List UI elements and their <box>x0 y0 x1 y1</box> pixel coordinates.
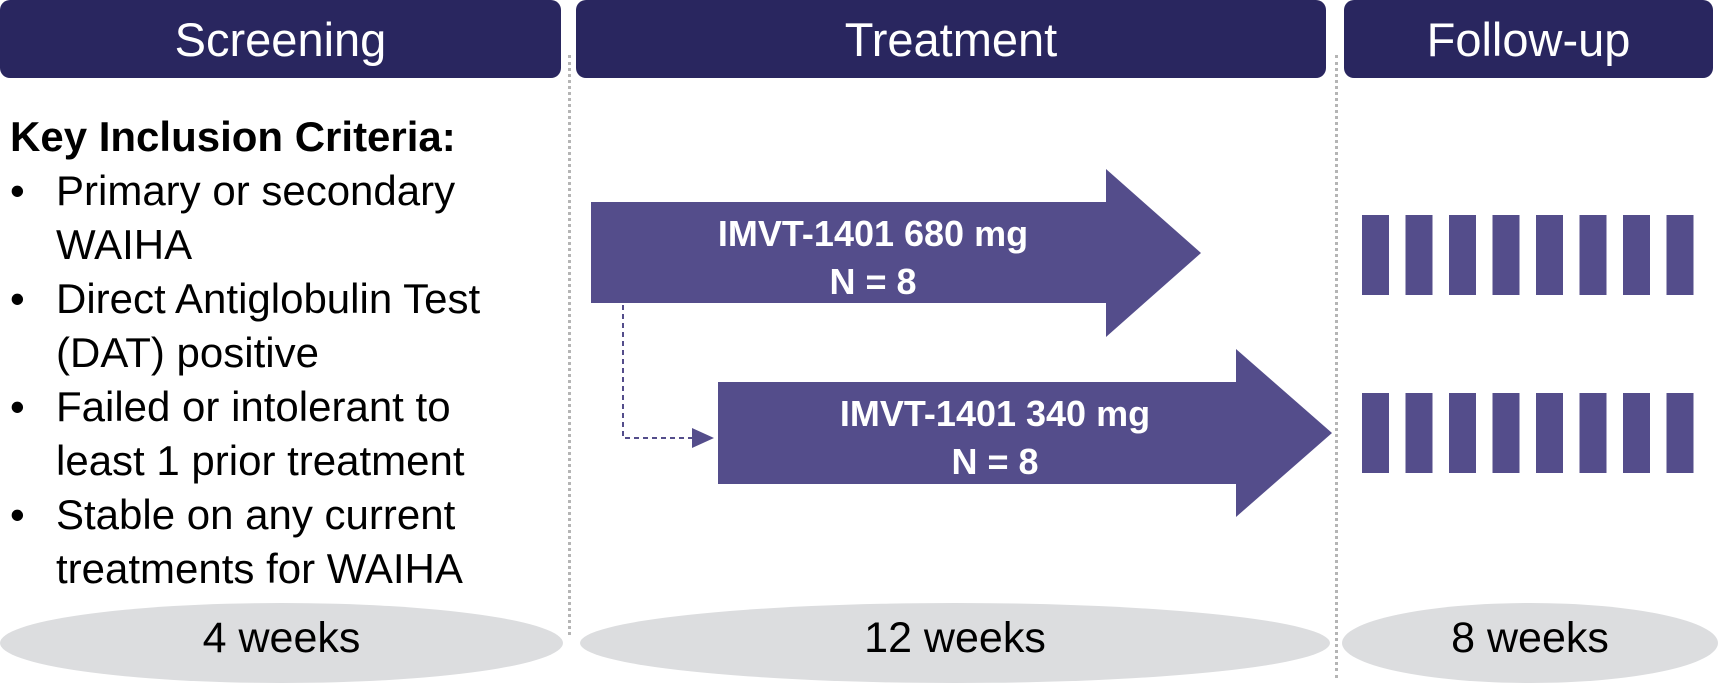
followup-visit-bar <box>1579 393 1607 473</box>
arm-arrow-shape <box>718 349 1332 517</box>
arm-n-label: N = 8 <box>951 441 1038 482</box>
duration-followup: 8 weeks <box>1342 603 1718 683</box>
phase-header-label: Screening <box>174 12 387 66</box>
criteria-item: • Primary or secondary WAIHA <box>10 164 560 272</box>
criteria-list: • Primary or secondary WAIHA • Direct An… <box>10 164 560 596</box>
bullet-icon: • <box>10 383 25 430</box>
phase-header-followup: Follow-up <box>1344 0 1713 78</box>
criteria-line: Failed or intolerant to <box>56 383 451 430</box>
phase-divider <box>1335 55 1338 678</box>
bullet-icon: • <box>10 167 25 214</box>
duration-label: 8 weeks <box>1451 613 1609 662</box>
criteria-line: WAIHA <box>56 221 193 268</box>
followup-visits-arm-2 <box>1362 393 1694 473</box>
criteria-item: • Direct Antiglobulin Test (DAT) positiv… <box>10 272 560 380</box>
phase-divider <box>568 55 571 635</box>
followup-visit-bar <box>1579 215 1607 295</box>
followup-visit-bar <box>1666 215 1694 295</box>
criteria-line: Primary or secondary <box>56 167 456 214</box>
bullet-icon: • <box>10 491 25 538</box>
followup-visit-bar <box>1405 393 1433 473</box>
criteria-line: (DAT) positive <box>56 329 319 376</box>
inclusion-criteria: Key Inclusion Criteria: • Primary or sec… <box>10 110 560 596</box>
followup-visits-arm-1 <box>1362 215 1694 295</box>
followup-visit-bar <box>1666 393 1694 473</box>
criteria-line: Stable on any current <box>56 491 456 538</box>
phase-header-label: Treatment <box>844 12 1058 66</box>
criteria-line: treatments for WAIHA <box>56 545 463 592</box>
followup-visit-bar <box>1536 393 1563 473</box>
duration-treatment: 12 weeks <box>580 603 1330 683</box>
criteria-line: Direct Antiglobulin Test <box>56 275 481 322</box>
criteria-line: least 1 prior treatment <box>56 437 465 484</box>
duration-label: 12 weeks <box>864 613 1046 662</box>
duration-screening: 4 weeks <box>0 603 563 683</box>
treatment-arm-1: IMVT-1401 680 mg N = 8 <box>591 169 1201 337</box>
followup-visit-bar <box>1449 215 1476 295</box>
followup-visit-bar <box>1362 215 1389 295</box>
arm-drug-label: IMVT-1401 340 mg <box>840 393 1150 434</box>
followup-visit-bar <box>1362 393 1389 473</box>
followup-visit-bar <box>1492 393 1520 473</box>
followup-visit-bar <box>1492 215 1520 295</box>
followup-visit-bar <box>1449 393 1476 473</box>
followup-visit-bar <box>1623 393 1650 473</box>
followup-visit-bar <box>1536 215 1563 295</box>
arm-n-label: N = 8 <box>829 261 916 302</box>
criteria-item: • Failed or intolerant to least 1 prior … <box>10 380 560 488</box>
treatment-arm-2: IMVT-1401 340 mg N = 8 <box>718 349 1332 517</box>
bullet-icon: • <box>10 275 25 322</box>
switch-connector <box>622 305 714 448</box>
arm-drug-label: IMVT-1401 680 mg <box>718 213 1028 254</box>
phase-header-screening: Screening <box>0 0 561 78</box>
followup-visit-bar <box>1405 215 1433 295</box>
duration-label: 4 weeks <box>202 613 361 662</box>
phase-header-treatment: Treatment <box>576 0 1326 78</box>
criteria-item: • Stable on any current treatments for W… <box>10 488 560 596</box>
followup-visit-bar <box>1623 215 1650 295</box>
criteria-title: Key Inclusion Criteria: <box>10 113 456 160</box>
phase-header-label: Follow-up <box>1426 12 1631 66</box>
arm-arrow-shape <box>591 169 1201 337</box>
